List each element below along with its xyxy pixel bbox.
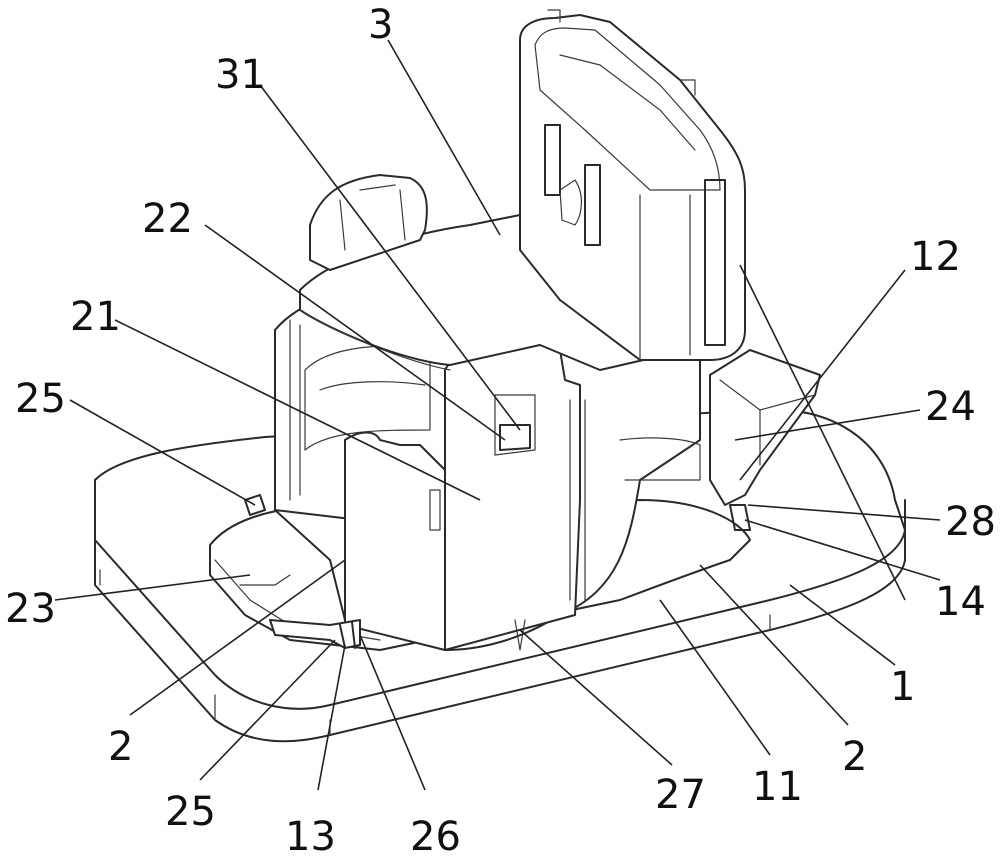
label-12: 12 (910, 234, 961, 280)
label-31: 31 (215, 52, 266, 98)
label-1: 1 (890, 664, 915, 710)
label-11: 11 (752, 764, 803, 810)
label-23: 23 (5, 586, 56, 632)
label-24: 24 (925, 384, 976, 430)
label-13: 13 (285, 814, 336, 860)
label-21: 21 (70, 294, 121, 340)
label-25-left: 25 (15, 376, 66, 422)
label-26: 26 (410, 814, 461, 860)
label-27: 27 (655, 772, 706, 818)
label-22: 22 (142, 196, 193, 242)
label-14: 14 (935, 579, 986, 625)
label-2-left: 2 (108, 724, 133, 770)
label-2-right: 2 (842, 734, 867, 780)
label-28: 28 (945, 499, 996, 545)
label-3: 3 (368, 2, 393, 48)
label-25-bottom: 25 (165, 789, 216, 835)
